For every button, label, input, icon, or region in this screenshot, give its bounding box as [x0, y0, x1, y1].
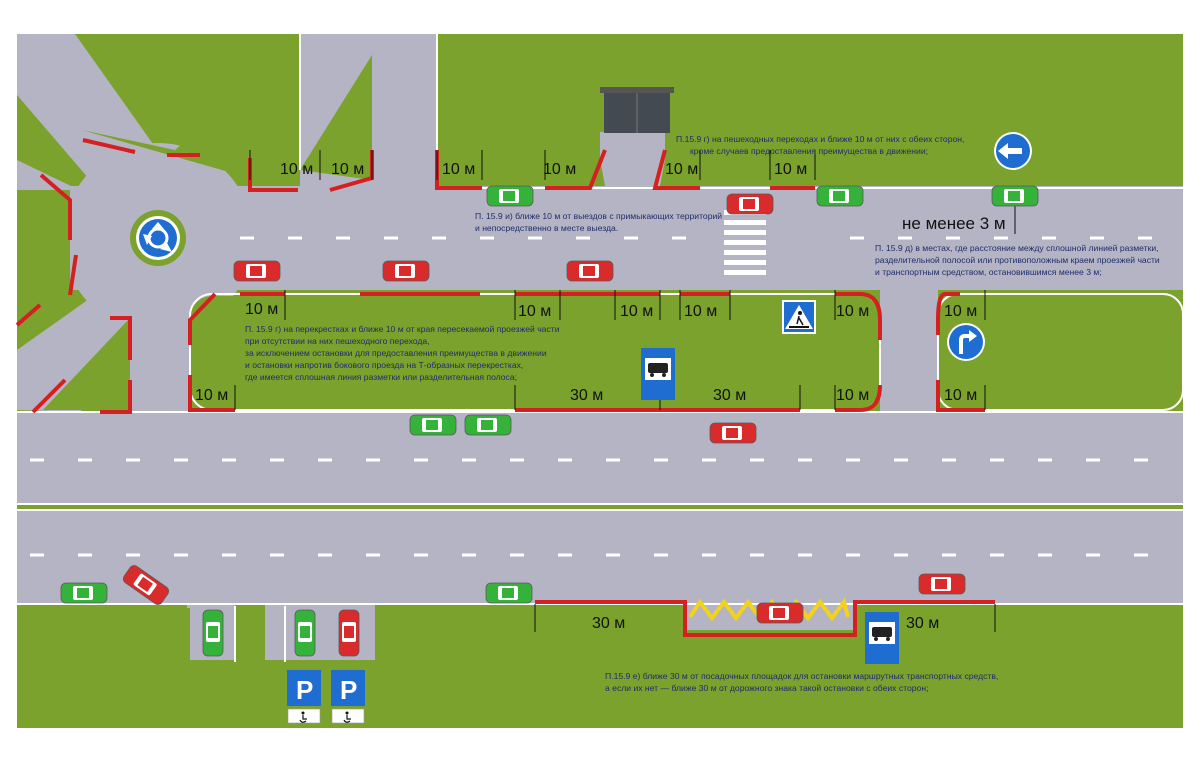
dist-label-8: 10 м — [518, 303, 551, 320]
dist-label-13: 10 м — [195, 387, 228, 404]
parking-sign-letter: P — [340, 675, 357, 705]
dist-label-12: 10 м — [944, 303, 977, 320]
car-allowed — [464, 414, 512, 436]
restriction-lines — [15, 138, 995, 637]
car-allowed — [991, 185, 1039, 207]
dist-label-3: 10 м — [442, 161, 475, 178]
bus-stop-sign-icon — [865, 612, 899, 664]
note-crossing-1: П.15.9 г) на пешеходных переходах и ближ… — [676, 134, 964, 144]
turn-right-sign-icon — [947, 323, 985, 361]
dist-label-7: 10 м — [245, 301, 278, 318]
garage — [600, 87, 674, 133]
parking-sign-icon: P — [287, 670, 321, 706]
disabled-person-icon — [331, 708, 365, 724]
parking-sign-letter: P — [296, 675, 313, 705]
one-way-left-sign-icon — [994, 132, 1032, 170]
dist-label-18: 30 м — [592, 615, 625, 632]
dist-label-14: 10 м — [836, 387, 869, 404]
center-dashes — [30, 236, 1180, 557]
dist-label-5: 10 м — [665, 161, 698, 178]
dist-label-2: 10 м — [331, 161, 364, 178]
dist-label-16: 30 м — [570, 387, 603, 404]
note-intersection-1: П. 15.9 г) на перекрестках и ближе 10 м … — [245, 324, 560, 334]
grass-islands — [17, 34, 1183, 728]
dist-label-19: 30 м — [906, 615, 939, 632]
note-intersection-5: где имеется сплошная линия разметки или … — [245, 372, 517, 382]
note-intersection-2: при отсутствии на них пешеходного перехо… — [245, 336, 430, 346]
note-bus-2: а если их нет — ближе 30 м от дорожного … — [605, 683, 928, 693]
car-forbidden — [756, 602, 804, 624]
car-allowed — [816, 185, 864, 207]
car-forbidden — [726, 193, 774, 215]
distance-ticks — [234, 150, 1016, 632]
car-forbidden — [233, 260, 281, 282]
note-intersection-4: и остановки напротив бокового проезда на… — [245, 360, 523, 370]
car-forbidden — [382, 260, 430, 282]
note-exit-1: П. 15.9 и) ближе 10 м от выездов с примы… — [475, 211, 722, 221]
note-gap-1: П. 15.9 д) в местах, где расстояние межд… — [875, 243, 1159, 253]
car-forbidden — [709, 422, 757, 444]
rule-notes: П.15.9 г) на пешеходных переходах и ближ… — [245, 134, 1160, 693]
dist-label-11: 10 м — [836, 303, 869, 320]
note-crossing-2: кроме случаев предоставления преимуществ… — [690, 146, 928, 156]
car-allowed — [294, 609, 316, 657]
car-allowed — [202, 609, 224, 657]
dist-label-6: 10 м — [774, 161, 807, 178]
note-bus-1: П.15.9 е) ближе 30 м от посадочных площа… — [605, 671, 998, 681]
parking-sign-icon: P — [331, 670, 365, 706]
note-gap-2: разделительной полосой или противоположн… — [875, 255, 1160, 265]
cars-layer — [60, 185, 1039, 657]
dist-label-15: 10 м — [944, 387, 977, 404]
pedestrian-crossing-sign-icon — [782, 300, 816, 334]
dist-label-1: 10 м — [280, 161, 313, 178]
note-intersection-3: за исключением остановки для предоставле… — [245, 348, 547, 358]
car-forbidden — [122, 565, 170, 605]
min-distance-label: не менее 3 м — [902, 214, 1006, 233]
note-exit-2: и непосредственно в месте выезда. — [475, 223, 618, 233]
car-forbidden — [338, 609, 360, 657]
distance-labels: 10 м 10 м 10 м 10 м 10 м 10 м 10 м 10 м … — [195, 161, 1006, 632]
car-allowed — [486, 185, 534, 207]
bus-stop-zigzag — [688, 597, 850, 622]
dist-label-10: 10 м — [684, 303, 717, 320]
dist-label-4: 10 м — [543, 161, 576, 178]
disabled-person-icon — [287, 708, 321, 724]
car-allowed — [409, 414, 457, 436]
dist-label-17: 30 м — [713, 387, 746, 404]
note-gap-3: и транспортным средством, остановившимся… — [875, 267, 1102, 277]
bus-stop-sign-icon — [641, 348, 675, 400]
car-allowed — [485, 582, 533, 604]
car-allowed — [60, 582, 108, 604]
car-forbidden — [918, 573, 966, 595]
dist-label-9: 10 м — [620, 303, 653, 320]
car-forbidden — [566, 260, 614, 282]
roundabout-sign-icon — [136, 216, 180, 260]
